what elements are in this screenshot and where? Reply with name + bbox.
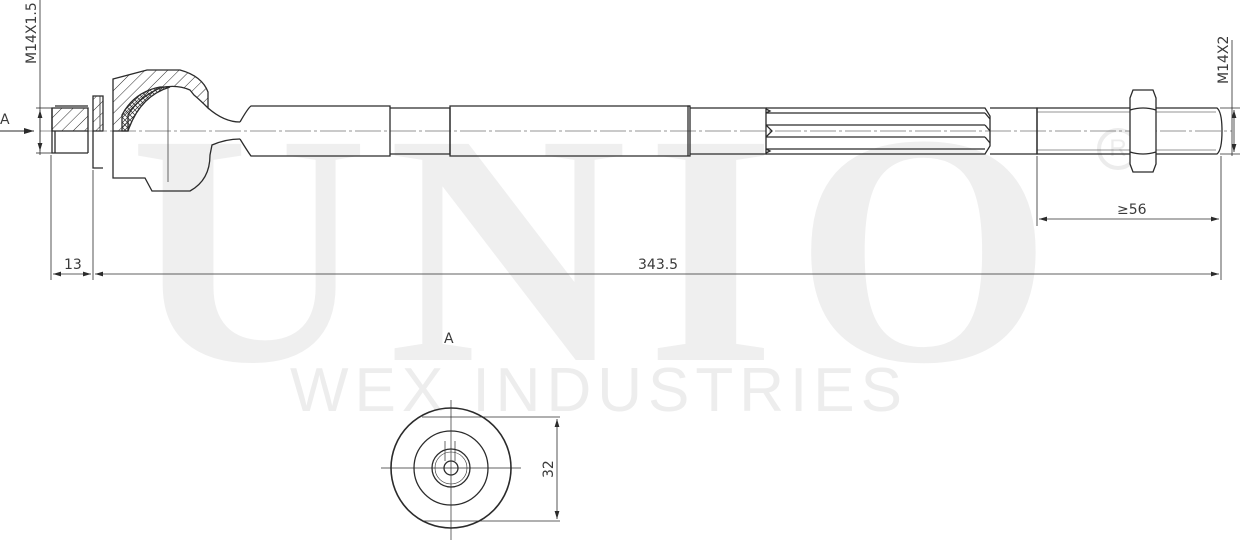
dim-housing-diameter: 32: [541, 460, 557, 478]
spline-section: [765, 107, 991, 155]
dim-right-thread: M14X2: [1216, 36, 1232, 84]
section-view-label: A: [444, 331, 454, 347]
flange: [92, 95, 104, 169]
tie-rod-shaft: [239, 105, 767, 157]
section-view-a: [381, 400, 560, 540]
ball-housing: [112, 69, 241, 192]
view-arrow-label: A: [0, 112, 10, 128]
dim-thread-length: ≥56: [1117, 202, 1147, 218]
dim-left-offset: 13: [64, 257, 82, 273]
hex-nut: [1129, 89, 1157, 173]
dim-overall-length: 343.5: [638, 257, 678, 273]
watermark-brand: UNIO: [130, 67, 1072, 432]
dim-left-thread: M14X1.5: [24, 2, 40, 64]
right-thread: [990, 107, 1223, 155]
left-thread-stud: [51, 105, 89, 154]
watermark-company: WEX INDUSTRIES: [290, 356, 908, 425]
